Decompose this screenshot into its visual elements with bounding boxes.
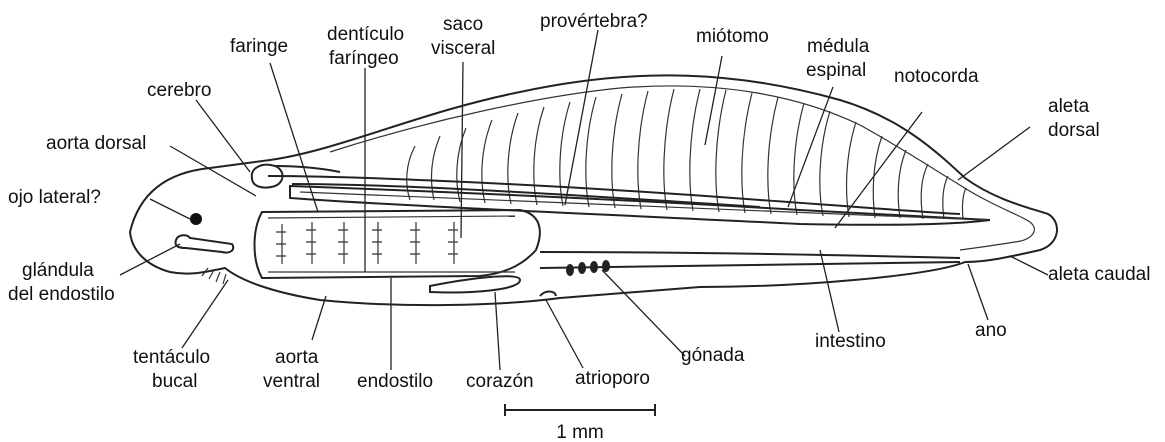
scale-bar-label: 1 mm — [556, 422, 604, 442]
heart — [430, 276, 520, 292]
label-tentaculo-2: bucal — [152, 371, 197, 392]
label-denticulo-2: faríngeo — [329, 48, 399, 69]
label-aleta-dorsal-1: aleta — [1048, 96, 1090, 117]
label-aorta-ventral-1: aorta — [275, 347, 319, 368]
labels: faringe dentículo faríngeo saco visceral… — [8, 11, 1150, 392]
scale-bar: 1 mm — [505, 404, 655, 442]
label-saco-2: visceral — [431, 38, 495, 59]
label-denticulo-1: dentículo — [327, 24, 404, 45]
label-medula-1: médula — [807, 36, 870, 57]
label-provertebra: provértebra? — [540, 11, 648, 32]
label-endostilo: endostilo — [357, 371, 433, 392]
label-gonada: gónada — [681, 345, 745, 366]
label-medula-2: espinal — [806, 60, 866, 81]
buccal-tentacles — [202, 268, 226, 284]
label-cerebro: cerebro — [147, 80, 211, 101]
label-notocorda: notocorda — [894, 66, 979, 87]
gill-denticles — [276, 222, 458, 264]
label-miotomo: miótomo — [696, 26, 769, 47]
label-aleta-caudal: aleta caudal — [1048, 264, 1150, 285]
label-corazon: corazón — [466, 371, 534, 392]
label-atrioporo: atrioporo — [575, 368, 650, 389]
label-glandula-1: glándula — [22, 260, 94, 281]
atriopore — [540, 292, 556, 297]
label-aorta-ventral-2: ventral — [263, 371, 320, 392]
label-intestino: intestino — [815, 331, 886, 352]
label-ojo-lateral: ojo lateral? — [8, 187, 101, 208]
label-saco-1: saco — [443, 14, 483, 35]
eye-spot — [190, 213, 202, 225]
label-glandula-2: del endostilo — [8, 284, 115, 305]
pharynx — [255, 210, 540, 278]
label-tentaculo-1: tentáculo — [133, 347, 210, 368]
label-faringe: faringe — [230, 36, 288, 57]
label-aorta-dorsal: aorta dorsal — [46, 133, 146, 154]
label-ano: ano — [975, 320, 1007, 341]
label-aleta-dorsal-2: dorsal — [1048, 120, 1100, 141]
endostyle-gland — [175, 235, 233, 252]
